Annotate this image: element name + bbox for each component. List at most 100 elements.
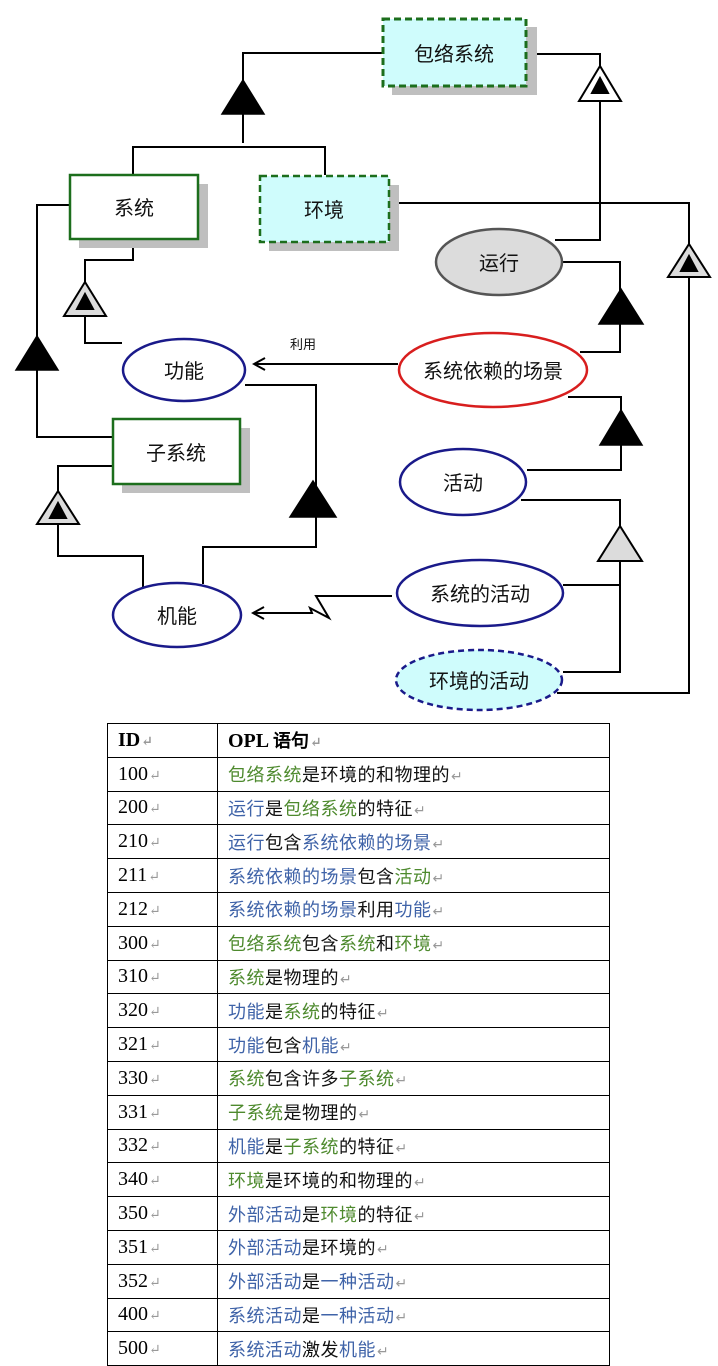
node-package-system: 包络系统 [381, 17, 537, 95]
header-id: ID↵ [107, 723, 218, 758]
statement-keyword: 的特征 [357, 798, 413, 820]
row-id-text: 330 [118, 1066, 148, 1089]
return-mark: ↵ [432, 870, 445, 887]
row-id: 331↵ [107, 1094, 218, 1130]
row-id-text: 212 [118, 897, 148, 920]
return-mark: ↵ [340, 1039, 353, 1056]
statement-keyword: 的特征 [357, 1204, 413, 1226]
system-label: 系统 [114, 196, 154, 220]
activity-label: 活动 [443, 471, 483, 495]
table-row: 212↵系统依赖的场景利用功能↵ [107, 891, 610, 927]
table-row: 332↵机能是子系统的特征↵ [107, 1128, 610, 1164]
table-row: 310↵系统是物理的↵ [107, 959, 610, 995]
statement-entity: 机能 [302, 1035, 339, 1057]
statement-keyword: 包含 [265, 1035, 302, 1057]
statement-keyword: 是环境的 [302, 1238, 376, 1260]
opm-diagram: 包络系统 系统 环境 子系统 运行 功能 系统依赖的场景 活动 系统的活动 机能 [14, 17, 712, 712]
return-mark: ↵ [149, 802, 161, 818]
row-id-text: 100 [118, 762, 148, 785]
row-id: 211↵ [107, 858, 218, 893]
table-row: 331↵子系统是物理的↵ [107, 1094, 610, 1130]
statement-keyword: 包含 [302, 934, 339, 956]
statement-entity: 包络系统 [228, 934, 302, 956]
return-mark: ↵ [149, 1309, 161, 1325]
row-id: 300↵ [107, 925, 218, 961]
statement-entity: 功能 [394, 900, 432, 922]
subsystem-label: 子系统 [146, 441, 206, 465]
row-statement: 包络系统是环境的和物理的↵ [217, 756, 610, 792]
table-row: 351↵外部活动是环境的↵ [107, 1229, 610, 1265]
return-mark: ↵ [149, 1072, 161, 1088]
statement-entity: 活动 [394, 866, 432, 888]
row-id: 500↵ [107, 1331, 218, 1366]
table-row: 320↵功能是系统的特征↵ [107, 993, 610, 1029]
table-row: 200↵运行是包络系统的特征↵ [107, 790, 610, 826]
statement-entity: 子系统 [283, 1136, 339, 1158]
row-id: 320↵ [107, 993, 218, 1029]
statement-keyword: 包含 [265, 832, 302, 854]
row-id-text: 321 [118, 1033, 148, 1056]
row-statement: 功能是系统的特征↵ [217, 993, 610, 1029]
statement-keyword: 是 [265, 1001, 284, 1023]
node-environment: 环境 [258, 174, 399, 251]
node-system-activity: 系统的活动 [395, 558, 565, 628]
statement-entity: 机能 [228, 1136, 265, 1158]
return-mark: ↵ [149, 1343, 161, 1359]
row-id-text: 350 [118, 1202, 148, 1225]
return-mark: ↵ [395, 1309, 408, 1326]
row-statement: 外部活动是环境的特征↵ [217, 1196, 610, 1231]
row-statement: 运行包含系统依赖的场景↵ [217, 824, 610, 860]
statement-keyword: 是 [302, 1305, 321, 1327]
table-row: 350 ↵外部活动是环境的特征↵ [107, 1196, 610, 1231]
package-system-label: 包络系统 [414, 42, 494, 66]
row-id-text: 300 [118, 931, 148, 954]
row-statement: 子系统是物理的↵ [217, 1094, 610, 1130]
statement-keyword: 是环境的和物理的 [265, 1170, 413, 1192]
return-mark: ↵ [414, 1208, 427, 1225]
row-id-text: 332 [118, 1134, 148, 1157]
statement-entity: 运行 [228, 832, 265, 854]
statement-keyword: 是 [265, 1136, 284, 1158]
return-mark: ↵ [149, 971, 161, 987]
statement-entity: 系统 [228, 967, 265, 989]
statement-entity: 系统 [283, 1001, 321, 1023]
row-statement: 运行是包络系统的特征↵ [217, 790, 610, 826]
link-label-uses: 利用 [290, 338, 316, 353]
statement-entity: 机能 [339, 1339, 376, 1361]
statement-entity: 功能 [228, 1035, 265, 1057]
row-id-text: 340 [118, 1168, 148, 1191]
return-mark: ↵ [432, 938, 445, 955]
row-statement: 系统依赖的场景利用功能↵ [217, 891, 610, 927]
environment-label: 环境 [304, 198, 344, 222]
node-system: 系统 [68, 173, 208, 248]
table-row: 321 ↵功能包含机能↵ [107, 1027, 610, 1062]
header-opl: OPL 语句↵ [217, 723, 610, 758]
operation-label: 运行 [479, 251, 519, 275]
row-id-text: 211 [118, 864, 148, 887]
statement-keyword: 是 [302, 1272, 321, 1294]
statement-entity: 功能 [228, 1001, 265, 1023]
row-id: 330↵ [107, 1060, 218, 1096]
return-mark: ↵ [377, 1343, 390, 1360]
statement-keyword: 和 [376, 934, 395, 956]
statement-keyword: 包含许多 [265, 1069, 339, 1091]
table-row: 500↵系统活动激发机能↵ [107, 1331, 610, 1366]
statement-entity: 环境 [320, 1204, 358, 1226]
return-mark: ↵ [149, 1106, 161, 1122]
row-id-text: 331 [118, 1100, 148, 1123]
row-id: 210↵ [107, 824, 218, 860]
return-mark: ↵ [149, 768, 161, 784]
row-id: 332↵ [107, 1128, 218, 1164]
row-statement: 功能包含机能↵ [217, 1027, 610, 1062]
table-row: 300↵包络系统包含系统和环境↵ [107, 925, 610, 961]
environment-activity-label: 环境的活动 [429, 669, 529, 693]
statement-keyword: 的特征 [320, 1001, 376, 1023]
return-mark: ↵ [149, 937, 161, 953]
statement-entity: 系统活动 [228, 1339, 302, 1361]
node-mechanism: 机能 [111, 581, 243, 649]
statement-entity: 环境 [228, 1170, 265, 1192]
return-mark: ↵ [377, 1242, 390, 1259]
statement-entity: 一种活动 [320, 1272, 395, 1294]
statement-entity: 系统依赖的场景 [302, 832, 432, 854]
statement-entity: 外部活动 [228, 1272, 302, 1294]
